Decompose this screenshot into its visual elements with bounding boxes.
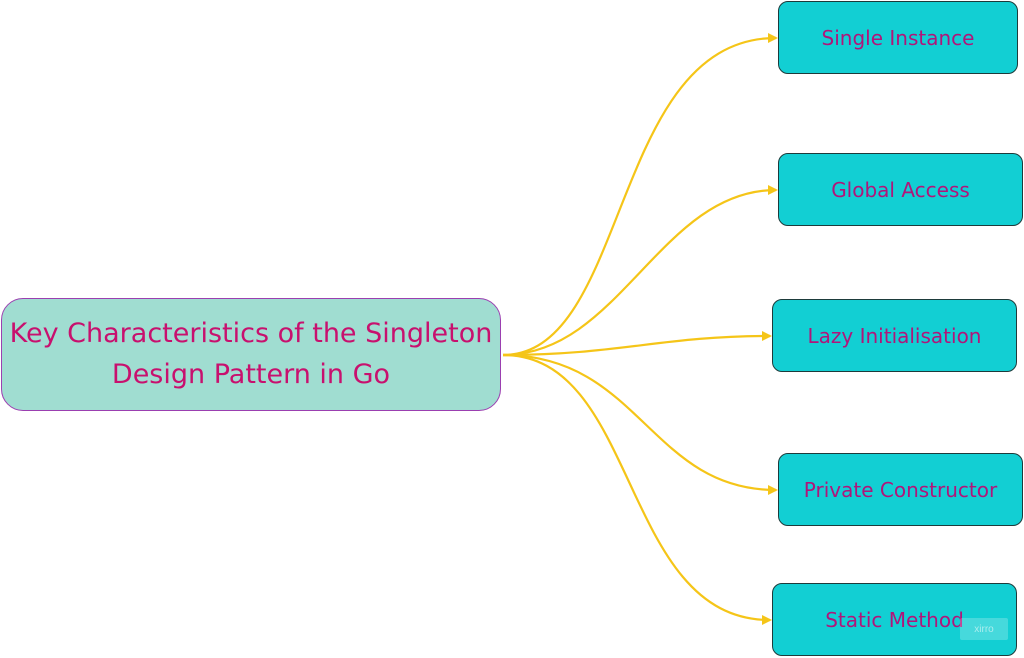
connector-lazy-initialisation xyxy=(502,331,772,357)
connector-global-access xyxy=(502,185,778,357)
connector-static-method xyxy=(502,353,772,625)
branch-node-private-constructor[interactable]: Private Constructor xyxy=(778,453,1023,526)
branch-node-single-instance[interactable]: Single Instance xyxy=(778,1,1018,74)
watermark-text: xirro xyxy=(974,623,994,635)
branch-node-static-method[interactable]: Static Method xyxy=(772,583,1017,656)
branch-label-static-method: Static Method xyxy=(825,607,964,632)
connector-private-constructor xyxy=(502,353,778,495)
central-topic-node[interactable]: Key Characteristics of the Singleton Des… xyxy=(1,298,501,411)
watermark-logo: xirro xyxy=(960,618,1008,640)
central-topic-line-2: Design Pattern in Go xyxy=(111,358,391,390)
branch-label-global-access: Global Access xyxy=(831,177,970,202)
branch-label-private-constructor: Private Constructor xyxy=(803,477,998,502)
connector-single-instance xyxy=(502,33,778,357)
branch-label-single-instance: Single Instance xyxy=(821,25,975,50)
branch-label-lazy-initialisation: Lazy Initialisation xyxy=(807,323,982,348)
central-topic-line-1: Key Characteristics of the Singleton xyxy=(9,318,493,349)
branch-node-lazy-initialisation[interactable]: Lazy Initialisation xyxy=(772,299,1017,372)
branch-node-global-access[interactable]: Global Access xyxy=(778,153,1023,226)
